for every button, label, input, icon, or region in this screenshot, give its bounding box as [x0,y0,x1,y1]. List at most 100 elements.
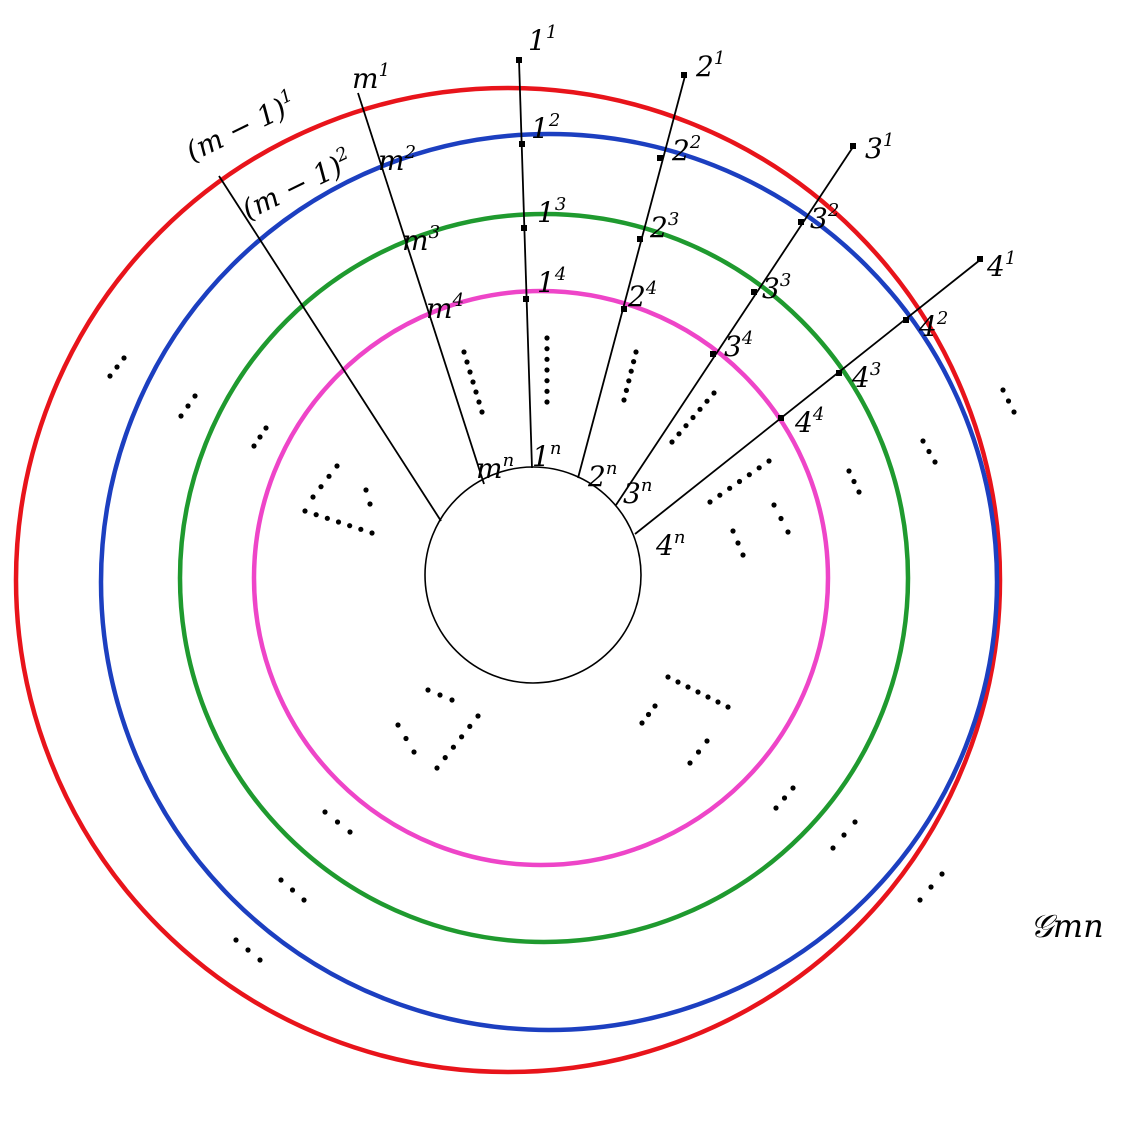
node-4-4 [778,415,784,421]
label-3-3: 33 [762,270,791,305]
spoke-3 [615,146,854,506]
ellipsis-dot [778,515,784,522]
ellipsis-dot [302,508,308,514]
spoke-4 [634,259,981,535]
ellipsis-dot [695,749,702,755]
ellipsis-dot [705,694,711,700]
ellipsis-dot [114,364,120,370]
ellipsis-dot [411,749,417,755]
ring-level-4 [251,288,831,868]
ellipsis-dot [544,356,550,362]
ellipsis-dot [347,523,353,529]
ellipsis-dot [695,689,701,695]
ellipsis-dot [771,502,777,508]
ellipsis-dot [449,697,455,703]
ellipsis-dot [318,484,324,490]
ellipsis-dot [467,723,473,730]
label-2-1: 21 [695,48,725,83]
label-1-4: 14 [537,264,566,299]
label-3-4: 34 [724,328,753,363]
ellipsis-dot [544,346,550,352]
label-4-n: 4n [655,527,685,562]
node-1-3 [521,225,527,231]
ellipsis-dot [683,423,689,429]
ellipsis-dot [725,704,731,710]
ellipsis-dot [301,897,307,903]
ellipsis-dot [544,378,550,384]
ellipsis-dot [735,540,741,546]
ellipsis-dot [479,409,485,415]
ellipsis-dot [846,468,852,474]
node-4-3 [836,370,842,376]
ellipsis-dot [326,473,332,479]
node-1-2 [519,141,525,147]
ellipsis-dot [278,877,284,883]
ellipsis-dot [461,349,467,355]
ellipsis-dot [107,373,113,379]
ellipsis-dot [263,425,269,431]
figure-label: 𝒢mn [1030,907,1104,945]
node-2-3 [637,236,643,242]
ellipsis-dot [704,738,710,744]
ellipsis-dot [746,472,752,478]
ellipsis-dot [233,937,239,943]
label-4-3: 43 [851,359,881,394]
label-4-2: 42 [918,308,948,343]
ellipsis-dot [475,713,481,719]
ellipsis-dot [926,448,932,455]
label-1-3: 13 [537,194,566,229]
ellipsis-dot [245,947,251,953]
ellipsis-dot [740,552,746,558]
ellipsis-dot [395,722,401,728]
node-markers [516,57,983,421]
ellipsis-dot [621,397,627,403]
ellipsis-dot [939,871,945,877]
ellipsis-dot [544,335,550,341]
ellipsis-dot [1000,387,1006,393]
ellipsis-dot [790,785,796,791]
ellipsis-dot [313,512,319,518]
spokes [218,59,981,535]
ellipsis-dot [676,431,682,437]
ellipsis-dot [707,499,713,505]
label-4-4: 44 [794,404,824,439]
ellipsis-dot [669,439,675,445]
node-4-2 [903,317,909,323]
ellipsis-dot [932,459,938,465]
ellipsis-dot [830,845,836,851]
label-2-2: 22 [671,132,701,167]
ellipsis-dot [251,443,257,449]
label-m-3: m3 [402,222,440,257]
ellipsis-dot [544,399,550,405]
ellipsis-dot [781,795,788,801]
ellipsis-dot [633,349,639,355]
ellipsis-dot [185,403,191,409]
ellipsis-dot [121,355,127,361]
ellipsis-dot [467,369,473,375]
ellipsis-dot [470,379,476,385]
ellipsis-dot [675,679,681,685]
ellipsis-dot [652,703,658,709]
ellipsis-dot [665,674,671,680]
label-2-3: 23 [649,209,679,244]
ellipsis-dot [347,829,353,835]
ring-level-2 [98,131,1000,1033]
ellipsis-dot [917,897,923,903]
spoke-m [357,92,485,485]
node-3-1 [850,143,856,149]
ellipsis-dot [358,526,364,532]
ellipsis-dot [785,529,791,535]
ellipsis-dot [711,390,717,396]
ellipsis-dot [1011,409,1017,415]
ellipsis-dot [324,515,330,521]
ellipsis-dot [369,530,375,536]
ellipsis-dot [334,819,341,825]
ellipsis-dot [464,359,470,365]
label-m-4: m4 [426,290,464,325]
spoke-m-minus-1 [218,175,442,522]
spoke-1 [518,59,533,469]
ellipsis-dot [628,368,634,374]
ring-level-1 [13,85,1003,1075]
ellipsis-dot [697,406,703,412]
ellipsis-dot [645,711,652,718]
